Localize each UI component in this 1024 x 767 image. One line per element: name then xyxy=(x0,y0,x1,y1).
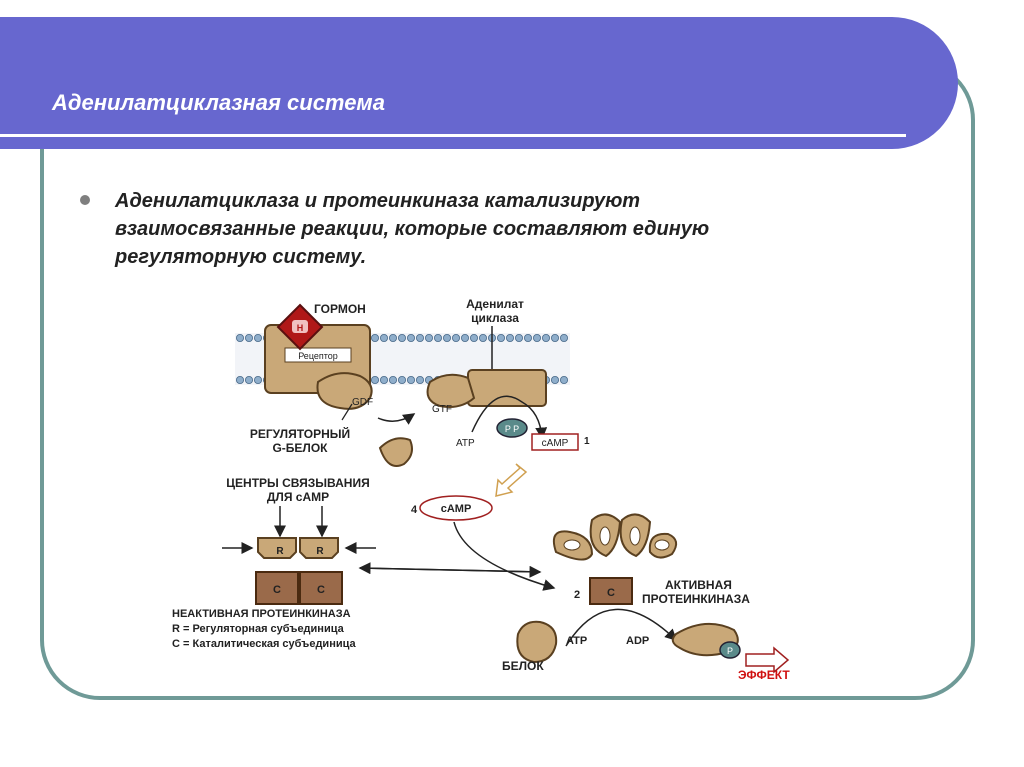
lipid-head xyxy=(253,333,262,342)
receptor-label: Рецептор xyxy=(298,351,338,361)
lipid-head xyxy=(524,333,533,342)
lipid-head xyxy=(442,333,451,342)
gdp-label: GDF xyxy=(352,397,373,408)
lipid-head xyxy=(415,375,424,384)
bullet-icon xyxy=(80,195,90,205)
camp-label-top: cAMP xyxy=(542,438,569,449)
lipid-head xyxy=(469,333,478,342)
lipid-head xyxy=(379,333,388,342)
lipid-head xyxy=(235,375,244,384)
lipid-head xyxy=(533,333,542,342)
bullet-line-2: взаимосвязанные реакции, которые составл… xyxy=(115,218,710,240)
adenylate-cyclase xyxy=(467,369,547,407)
hollow-arrow xyxy=(495,463,528,497)
adenylate-cyclase-label-2: циклаза xyxy=(471,311,519,325)
lipid-head xyxy=(560,333,569,342)
g-protein-gdp: GDF xyxy=(316,372,373,410)
bullet-line-3: регуляторную систему. xyxy=(115,246,367,268)
legend-c: C = Каталитическая субъединица xyxy=(172,638,356,650)
lipid-head xyxy=(253,375,262,384)
lipid-head xyxy=(244,333,253,342)
active-c-subunit xyxy=(589,577,633,605)
legend-r: R = Регуляторная субъединица xyxy=(172,623,345,635)
phosphorylated-protein: P xyxy=(671,623,741,659)
binding-sites-label-1: ЦЕНТРЫ СВЯЗЫВАНИЯ xyxy=(226,476,369,490)
lipid-head xyxy=(235,333,244,342)
lipid-head xyxy=(397,375,406,384)
lipid-head xyxy=(542,333,551,342)
lipid-head xyxy=(379,375,388,384)
lipid-head xyxy=(415,333,424,342)
adp-label: ADP xyxy=(626,635,649,647)
r-subunit-label-1: R xyxy=(276,546,284,557)
header-band xyxy=(0,17,958,149)
protein-label: БЕЛОК xyxy=(502,659,544,673)
camp-middle-label: cAMP xyxy=(441,503,472,515)
slide-title: Аденилатциклазная система xyxy=(52,90,385,115)
atp-label-top: ATP xyxy=(456,438,475,449)
phosphate-label: P xyxy=(727,646,733,656)
lipid-head xyxy=(551,375,560,384)
substrate-protein xyxy=(516,620,558,664)
active-kinase-label-1: АКТИВНАЯ xyxy=(665,578,732,592)
lipid-head xyxy=(397,333,406,342)
lipid-head xyxy=(406,333,415,342)
bullet-text: Аденилатциклаза и протеинкиназа катализи… xyxy=(115,187,895,271)
lipid-head xyxy=(451,333,460,342)
hormone-label: ГОРМОН xyxy=(314,302,366,316)
lipid-head xyxy=(478,333,487,342)
camp-ellipse xyxy=(419,495,493,521)
pp-label: P P xyxy=(505,424,519,434)
lipid-head xyxy=(433,333,442,342)
camp-box xyxy=(531,433,579,451)
hormone-icon: H xyxy=(276,303,324,351)
lipid-head xyxy=(560,375,569,384)
step-1: 1 xyxy=(584,436,590,447)
inactive-protein-kinase: R R C C xyxy=(255,537,343,605)
pyrophosphate: P P xyxy=(496,418,528,438)
step-4: 4 xyxy=(411,504,418,516)
effect-arrow xyxy=(745,646,790,674)
binding-sites-label-2: ДЛЯ cAMP xyxy=(267,490,329,504)
c-subunit-label-2: C xyxy=(317,584,325,596)
lipid-head xyxy=(460,333,469,342)
inactive-kinase-label: НЕАКТИВНАЯ ПРОТЕИНКИНАЗА xyxy=(172,608,351,620)
header-underline xyxy=(0,134,906,137)
r-subunit-label-2: R xyxy=(316,546,324,557)
adenylate-cyclase-label-1: Аденилат xyxy=(466,297,524,311)
step-2: 2 xyxy=(574,589,580,601)
lipid-head xyxy=(388,375,397,384)
g-protein-gtp: GTF xyxy=(426,373,476,415)
lipid-head xyxy=(505,333,514,342)
lipid-head xyxy=(496,333,505,342)
g-protein-label-2: G-БЕЛОК xyxy=(272,441,328,455)
lipid-head xyxy=(424,333,433,342)
lipid-head xyxy=(406,375,415,384)
lipid-head xyxy=(244,375,253,384)
lipid-head xyxy=(370,375,379,384)
regulatory-subunits-camp xyxy=(552,513,678,561)
lipid-head xyxy=(551,333,560,342)
hormone-letter: H xyxy=(297,323,304,333)
lipid-head xyxy=(370,333,379,342)
active-kinase-label-2: ПРОТЕИНКИНАЗА xyxy=(642,592,750,606)
g-protein-subunit xyxy=(378,437,413,467)
effect-label: ЭФФЕКТ xyxy=(738,668,790,682)
g-protein-label-1: РЕГУЛЯТОРНЫЙ xyxy=(250,426,350,441)
lipid-head xyxy=(515,333,524,342)
bullet-line-1: Аденилатциклаза и протеинкиназа катализи… xyxy=(115,190,640,212)
c-subunit-label-1: C xyxy=(273,584,281,596)
lipid-head xyxy=(388,333,397,342)
gtp-label: GTF xyxy=(432,404,452,415)
active-c-label: C xyxy=(607,587,615,599)
atp-label-bottom: ATP xyxy=(566,635,587,647)
